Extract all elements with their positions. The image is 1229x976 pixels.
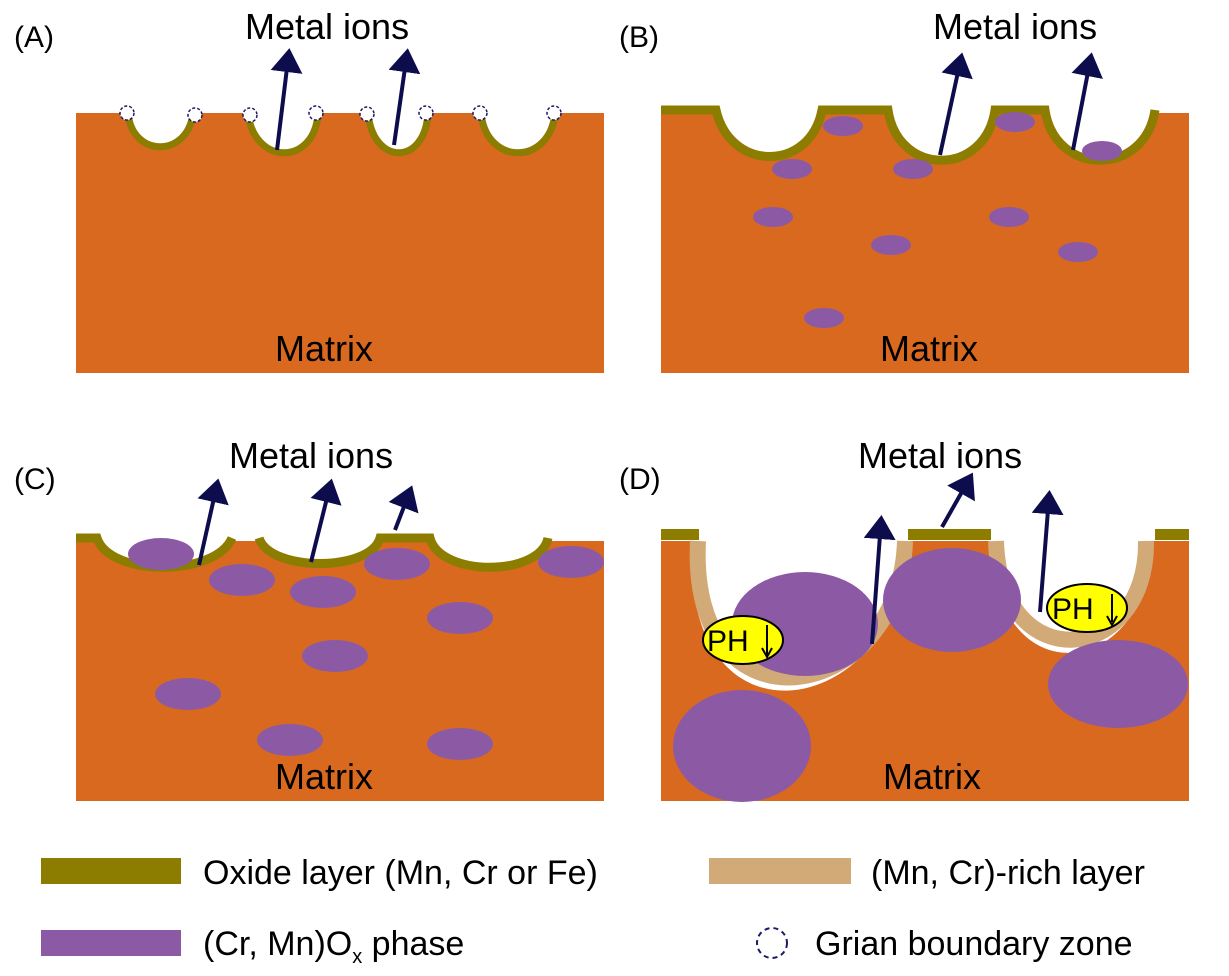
metal-ion-arrow: [270, 48, 303, 151]
metal-ion-arrow: [938, 52, 973, 156]
oxide-layer: [244, 112, 322, 157]
phase-particle: [290, 576, 356, 608]
panel-b: (B) Metal ions Matrix: [619, 6, 1189, 373]
phase-particle: [1058, 242, 1098, 262]
panel-a-matrix-text: Matrix: [275, 328, 373, 369]
oxide-layer: [1155, 529, 1189, 540]
metal-ion-arrow: [388, 485, 419, 531]
legend: Oxide layer (Mn, Cr or Fe) (Mn, Cr)-rich…: [41, 854, 1145, 968]
phase-particle: [364, 548, 430, 580]
phase-particle: [302, 640, 368, 672]
grain-boundary-circle: [187, 107, 203, 123]
metal-ion-arrow: [388, 48, 421, 146]
phase-particle: [128, 538, 194, 570]
grain-boundary-circle: [359, 106, 375, 122]
panel-c: (C) Metal ions Matrix: [14, 435, 604, 801]
phase-particle: [257, 724, 323, 756]
panel-a: (A) Metal ions Matrix: [14, 6, 604, 373]
phase-particle: [753, 207, 793, 227]
phase-particle: [155, 678, 221, 710]
panel-a-ions-text: Metal ions: [245, 6, 409, 47]
panel-a-oxide-layers: [124, 112, 559, 157]
phase-particle: [1082, 141, 1122, 161]
legend-phase-suffix: phase: [362, 925, 464, 963]
panel-a-matrix: [76, 113, 604, 373]
metal-ion-arrow: [863, 515, 896, 645]
metal-ion-arrow: [940, 472, 975, 528]
panel-c-matrix-text: Matrix: [275, 756, 373, 797]
phase-particle: [538, 546, 604, 578]
grain-boundary-circle: [119, 105, 135, 121]
ph-bubble: PH: [702, 615, 784, 665]
phase-particle: [989, 207, 1029, 227]
oxide-layer: [477, 112, 559, 157]
phase-particle: [427, 728, 493, 760]
panel-b-ions-text: Metal ions: [933, 6, 1097, 47]
legend-oxide-swatch: [41, 858, 181, 884]
phase-particle: [871, 235, 911, 255]
panel-d-oxide-layers: [661, 529, 1189, 540]
metal-ion-arrow: [309, 478, 342, 563]
metal-ion-arrow: [1071, 52, 1103, 151]
panel-c-phase-particles: [128, 538, 604, 760]
legend-phase-swatch: [41, 930, 181, 956]
phase-particle: [427, 602, 493, 634]
panel-d-ions-text: Metal ions: [858, 435, 1022, 476]
grain-boundary-circle: [418, 105, 434, 121]
oxide-layer: [908, 529, 991, 540]
oxide-layer: [124, 112, 197, 151]
phase-particle: [823, 116, 863, 136]
legend-grain-boundary-icon: [756, 927, 788, 959]
panel-b-phase-particles: [753, 112, 1122, 328]
panel-a-grain-boundary-zones: [119, 105, 562, 123]
legend-rich-text: (Mn, Cr)-rich layer: [871, 854, 1145, 892]
legend-phase-subscript: x: [352, 946, 362, 968]
panel-b-matrix-text: Matrix: [880, 328, 978, 369]
legend-grain-boundary-text: Grian boundary zone: [815, 925, 1133, 963]
grain-boundary-circle: [546, 105, 562, 121]
oxide-layer: [364, 112, 432, 157]
metal-ion-arrow: [197, 478, 229, 566]
panel-d: PH PH (D) Metal ions Matrix: [619, 435, 1189, 802]
panel-c-label: (C): [14, 463, 56, 496]
phase-particle: [995, 112, 1035, 132]
panel-a-label: (A): [14, 21, 54, 54]
oxide-layer: [254, 533, 553, 572]
grain-boundary-circle: [472, 105, 488, 121]
phase-particle: [209, 564, 275, 596]
phase-particle: [804, 308, 844, 328]
grain-boundary-circle: [308, 105, 324, 121]
legend-rich-swatch: [709, 858, 851, 884]
svg-text:PH: PH: [707, 625, 749, 658]
metal-ion-arrow: [1031, 490, 1064, 613]
phase-particle: [1048, 640, 1188, 728]
phase-particle: [883, 548, 1021, 652]
phase-particle: [893, 159, 933, 179]
legend-oxide-text: Oxide layer (Mn, Cr or Fe): [203, 854, 598, 892]
phase-particle: [772, 159, 812, 179]
ph-bubble: PH: [1046, 583, 1128, 633]
panel-b-label: (B): [619, 21, 659, 54]
svg-text:PH: PH: [1052, 593, 1094, 626]
panel-d-label: (D): [619, 463, 661, 496]
grain-boundary-circle: [242, 107, 258, 123]
legend-phase-text: (Cr, Mn)Ox phase: [203, 925, 464, 968]
legend-phase-prefix: (Cr, Mn)O: [203, 925, 352, 963]
panel-d-matrix-text: Matrix: [883, 756, 981, 797]
oxide-layer: [661, 529, 699, 540]
panel-c-ions-text: Metal ions: [229, 435, 393, 476]
phase-particle: [673, 690, 811, 802]
